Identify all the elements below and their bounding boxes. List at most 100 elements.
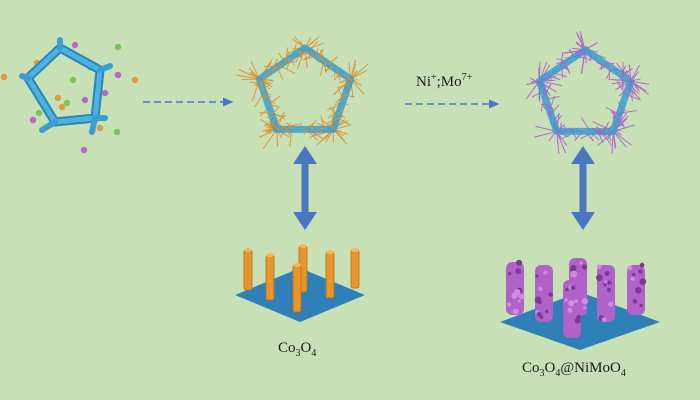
nanosheet-texture (507, 271, 512, 276)
co3o4-nimoo4-label: Co3O4@NiMoO4 (522, 360, 626, 379)
co3o4-nanorod (243, 249, 253, 291)
nanosheet-texture (513, 288, 521, 296)
nanowire (337, 117, 350, 125)
nanowire (335, 93, 346, 104)
nanosheet-texture (543, 270, 548, 275)
nanowire (603, 122, 610, 132)
nanowire (266, 116, 273, 119)
nanowire (556, 131, 560, 155)
nanowire (534, 130, 557, 138)
nanowire (276, 128, 284, 131)
metal-ion (29, 116, 37, 124)
nanosheet-texture (596, 274, 603, 282)
co3o4-label: Co3O4 (278, 340, 317, 359)
nanowire (569, 48, 575, 58)
nanosheet-texture (596, 264, 602, 270)
nanosheet-texture (638, 269, 643, 274)
nanowire (614, 124, 625, 127)
metal-ion (63, 99, 71, 107)
nanowire (259, 81, 265, 95)
nanosheet-texture (545, 309, 549, 314)
nanowire (299, 51, 302, 58)
metal-ion (71, 41, 79, 49)
nanowire (544, 83, 552, 97)
nanowire (271, 106, 280, 115)
co3o4-nanorod (265, 254, 275, 301)
nanosheet-texture (583, 306, 587, 310)
nanowire (611, 131, 614, 154)
metal-ion (131, 76, 139, 84)
nanowire (591, 128, 606, 132)
nanosheet-texture (635, 287, 642, 293)
nanowire (589, 54, 593, 62)
nanowire (297, 51, 310, 54)
nanosheet-texture (506, 302, 512, 307)
metal-ion (58, 103, 66, 111)
nanowire (628, 74, 632, 87)
nanowire (610, 109, 618, 121)
nanowire (339, 78, 351, 84)
nanosheet-texture (630, 276, 635, 281)
nanowire (262, 129, 278, 150)
nanowire (562, 64, 568, 71)
nanowire (604, 62, 615, 65)
nanowire (350, 63, 369, 80)
nanosheet-texture (606, 287, 612, 292)
nanowire (309, 124, 315, 130)
nanorod-top (244, 248, 252, 252)
co3o4-coated-framework (236, 36, 369, 150)
nanosheet-texture (515, 268, 522, 275)
nanowire (568, 128, 574, 132)
nanowire (547, 74, 561, 81)
nanosheet-texture (517, 299, 521, 303)
nanosheet-texture (570, 270, 578, 278)
nanowire (269, 120, 275, 134)
metal-ion (114, 71, 122, 79)
nanowire (556, 61, 568, 64)
nanowire (602, 64, 607, 70)
nanowire (565, 62, 571, 74)
nanosheet-texture (579, 261, 583, 265)
double-arrow-1 (293, 146, 317, 230)
nanosheet-texture (604, 280, 608, 284)
nanowire (621, 65, 626, 76)
nanowire (596, 62, 610, 68)
nanowire (308, 52, 313, 59)
nanowire (531, 80, 540, 83)
nanowire (255, 78, 260, 87)
nanosheet-texture (627, 265, 633, 271)
metal-ion (54, 94, 62, 102)
nanowire (612, 111, 619, 118)
nanowire (544, 76, 551, 82)
nanowire (613, 129, 622, 136)
nanosheet-texture (565, 287, 569, 292)
nanowire (547, 105, 554, 109)
nanowire (575, 51, 582, 54)
nanowire (264, 93, 271, 96)
nanowire (328, 56, 338, 65)
nanosheet-texture (539, 315, 544, 320)
nimoo4-coated-framework (525, 31, 649, 155)
nanowire (547, 112, 553, 120)
metal-ion (113, 128, 121, 136)
nanowire (584, 131, 595, 142)
nanosheet-texture (538, 286, 543, 291)
nanorod-top (293, 263, 301, 267)
nanowire (338, 107, 345, 115)
nanosheet-texture (631, 272, 636, 277)
nanosheet-texture (632, 299, 638, 304)
nanowire (273, 62, 286, 70)
nanosheet-texture (576, 314, 582, 320)
nanowire (620, 106, 623, 120)
nanowire (336, 115, 344, 120)
nanowire (560, 122, 562, 132)
metal-ions (0, 41, 139, 154)
nimoo4-nanorods (506, 258, 647, 338)
nanosheet-texture (548, 292, 553, 297)
nanosheet-texture (536, 311, 542, 317)
precursor-framework (0, 37, 139, 154)
nanowire (629, 71, 639, 83)
nanosheet-texture (535, 274, 539, 278)
nanowire (344, 74, 353, 82)
